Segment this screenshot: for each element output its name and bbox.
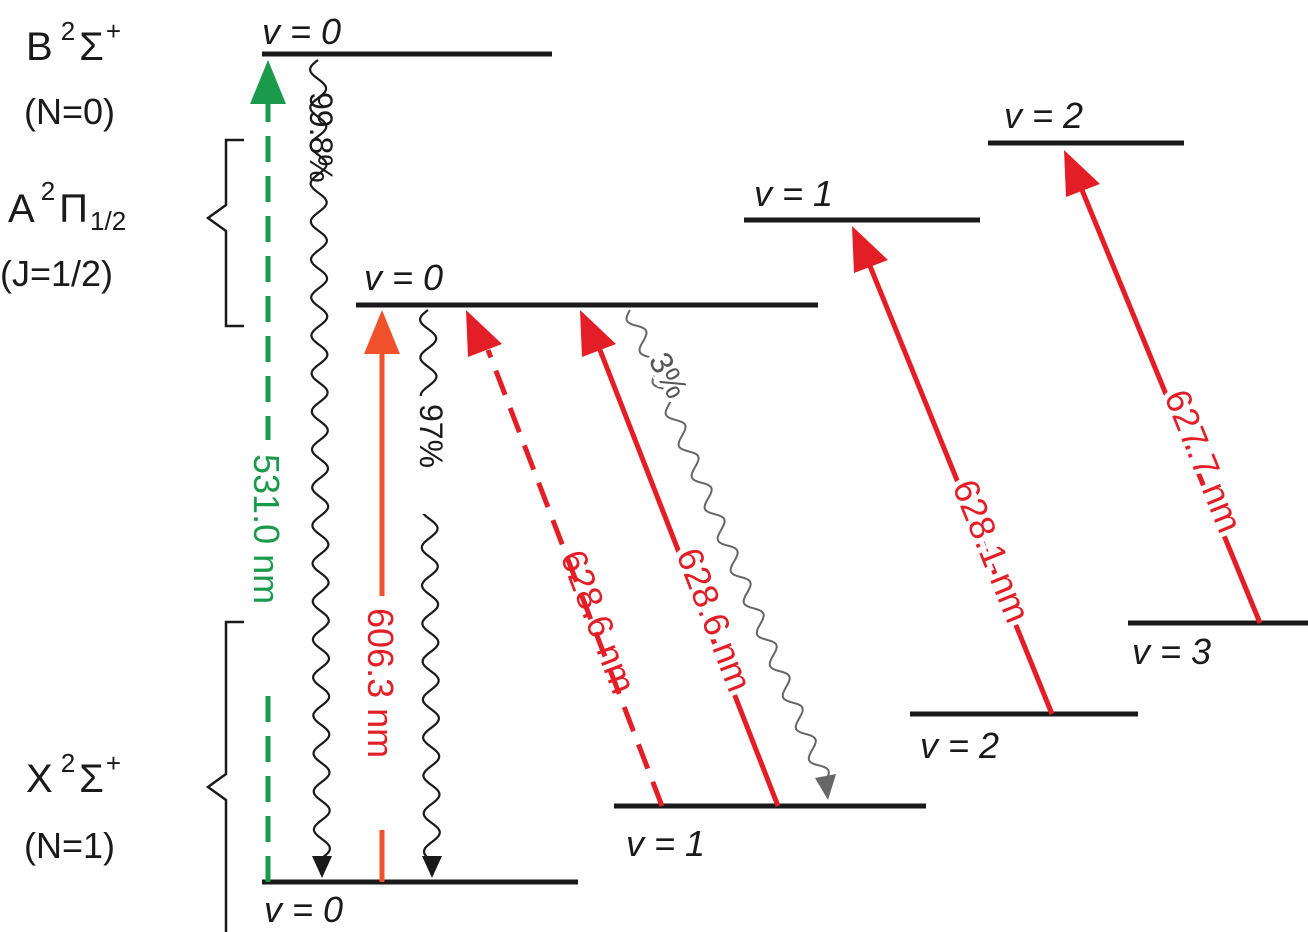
label-606: 606.3 nm (360, 608, 401, 758)
transition-531: 531.0 nm (244, 60, 292, 882)
transition-627-7: 627.7 nm (1064, 150, 1263, 624)
qn-A: (J=1/2) (0, 253, 113, 294)
label-X-v2: v = 2 (920, 725, 999, 766)
qn-X: (N=1) (24, 825, 115, 866)
label-A-v0: v = 0 (364, 257, 443, 298)
label-97: 97% (413, 404, 449, 468)
label-628-6-a: 628.6 nm (553, 544, 645, 699)
label-A-v2: v = 2 (1004, 95, 1083, 136)
transition-606: 606.3 nm (360, 310, 408, 882)
label-A-v1: v = 1 (754, 173, 833, 214)
qn-B: (N=0) (24, 91, 115, 132)
decay-B-X: 99.8% (303, 59, 339, 878)
label-X-v3: v = 3 (1132, 631, 1211, 672)
svg-text:B2Σ+: B2Σ+ (26, 16, 121, 69)
label-99-8: 99.8% (303, 92, 339, 183)
label-X-v1: v = 1 (626, 823, 705, 864)
label-B-v0: v = 0 (262, 11, 341, 52)
label-628-6-b: 628.6 nm (669, 542, 761, 697)
label-627-7: 627.7 nm (1157, 384, 1251, 539)
label-X-v0: v = 0 (264, 889, 343, 930)
label-628-1: 628.1 nm (945, 474, 1039, 629)
decay-A-X1: 3% (625, 309, 836, 800)
brace-A (205, 138, 244, 328)
transition-628-1: 628.1 nm (852, 226, 1055, 715)
decay-A-X0: 97% (410, 309, 452, 878)
brace-X (205, 620, 244, 932)
transition-628-6-dashed: 628.6 nm (466, 310, 665, 807)
label-531: 531.0 nm (246, 454, 287, 604)
svg-text:X2Σ+: X2Σ+ (26, 748, 121, 801)
label-3: 3% (642, 346, 695, 404)
